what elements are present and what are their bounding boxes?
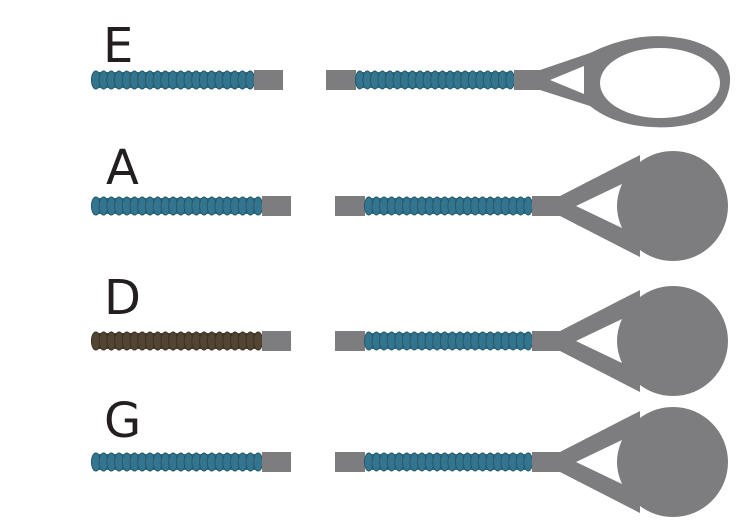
right-outer-sleeve bbox=[514, 70, 542, 90]
thimble-gap bbox=[576, 319, 622, 363]
thimble-gap bbox=[550, 66, 584, 94]
right-inner-sleeve bbox=[335, 452, 365, 472]
right-outer-sleeve bbox=[532, 196, 562, 216]
right-inner-sleeve bbox=[326, 70, 356, 90]
row-label: D bbox=[104, 270, 141, 326]
cable-row-d: D bbox=[90, 270, 728, 396]
left-spring-coil-turn bbox=[245, 70, 256, 90]
right-spring-coil bbox=[354, 70, 516, 90]
right-spring-coil bbox=[363, 331, 534, 351]
solid-ball-end bbox=[618, 151, 728, 261]
cable-row-a: A bbox=[90, 140, 728, 261]
left-sleeve bbox=[262, 331, 291, 351]
row-label: A bbox=[106, 140, 139, 196]
right-inner-sleeve bbox=[335, 331, 365, 351]
rows-layer: E A D G bbox=[90, 18, 731, 517]
left-sleeve bbox=[262, 452, 291, 472]
right-inner-sleeve bbox=[335, 196, 365, 216]
cable-row-g: G bbox=[90, 393, 728, 517]
row-label: E bbox=[103, 18, 133, 74]
left-sleeve bbox=[254, 70, 283, 90]
right-spring-coil-turn bbox=[523, 331, 534, 351]
right-spring-coil bbox=[363, 452, 534, 472]
right-spring-coil-turn bbox=[523, 196, 534, 216]
left-spring-coil bbox=[90, 70, 256, 90]
right-spring-coil bbox=[363, 196, 534, 216]
left-spring-coil bbox=[90, 331, 264, 351]
right-spring-coil-turn bbox=[523, 452, 534, 472]
right-spring-coil-turn bbox=[505, 70, 516, 90]
thimble-gap bbox=[576, 440, 622, 484]
solid-ball-end bbox=[618, 286, 728, 396]
left-spring-coil-turn bbox=[253, 196, 264, 216]
open-loop-hole bbox=[600, 48, 720, 118]
solid-ball-end bbox=[618, 407, 728, 517]
left-sleeve bbox=[262, 196, 291, 216]
right-outer-sleeve bbox=[532, 452, 562, 472]
left-spring-coil bbox=[90, 196, 264, 216]
left-spring-coil bbox=[90, 452, 264, 472]
left-spring-coil-turn bbox=[253, 331, 264, 351]
row-label: G bbox=[104, 393, 141, 449]
right-outer-sleeve bbox=[532, 331, 562, 351]
thimble-gap bbox=[576, 184, 622, 228]
left-spring-coil-turn bbox=[253, 452, 264, 472]
cable-row-e: E bbox=[90, 18, 731, 128]
